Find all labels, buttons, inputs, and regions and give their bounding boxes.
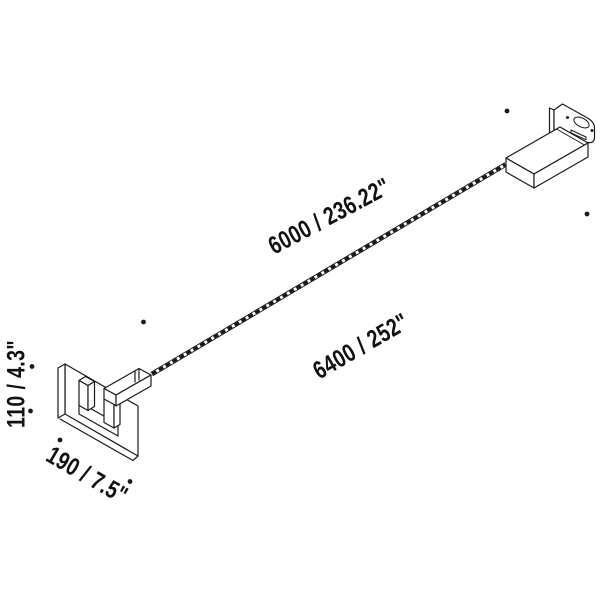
reference-dot: [28, 408, 33, 414]
reference-dot: [57, 437, 63, 443]
screw-hole: [590, 129, 594, 132]
reference-dot: [584, 211, 590, 217]
connector-body-front: [533, 142, 589, 189]
dimension-label-cable-length: 6000 / 236.22": [264, 172, 395, 259]
tensioner-arm-collar: [134, 367, 140, 383]
oval-slot: [573, 116, 590, 129]
tensioner-arm-front: [115, 374, 152, 407]
cable-edge: [152, 165, 507, 377]
dimension-label-bracket-height: 110 / 4.3": [2, 340, 30, 428]
dimension-label-bracket-depth: 190 / 7.5": [42, 441, 133, 510]
reference-dot: [141, 319, 146, 325]
wall-fixing: [57, 363, 152, 462]
cable-stripes: [151, 163, 507, 376]
hook-left-post-front: [78, 379, 89, 412]
wall-plate-flange: [57, 363, 66, 419]
ceiling-connector: [505, 103, 596, 189]
plate-slot: [570, 129, 587, 141]
screw-hole: [566, 116, 569, 119]
reference-dot: [504, 108, 510, 114]
reference-dots: [28, 108, 590, 484]
dimension-label-overall-length: 6400 / 252": [308, 308, 413, 385]
reference-dot: [127, 479, 133, 484]
hook-left-post-side: [87, 380, 96, 412]
wall-plate-bottom-lip: [59, 418, 139, 462]
suspension-cable: [150, 162, 507, 377]
cable-edge: [150, 162, 506, 373]
reference-dot: [29, 364, 35, 369]
connector-body-seam: [556, 128, 585, 146]
